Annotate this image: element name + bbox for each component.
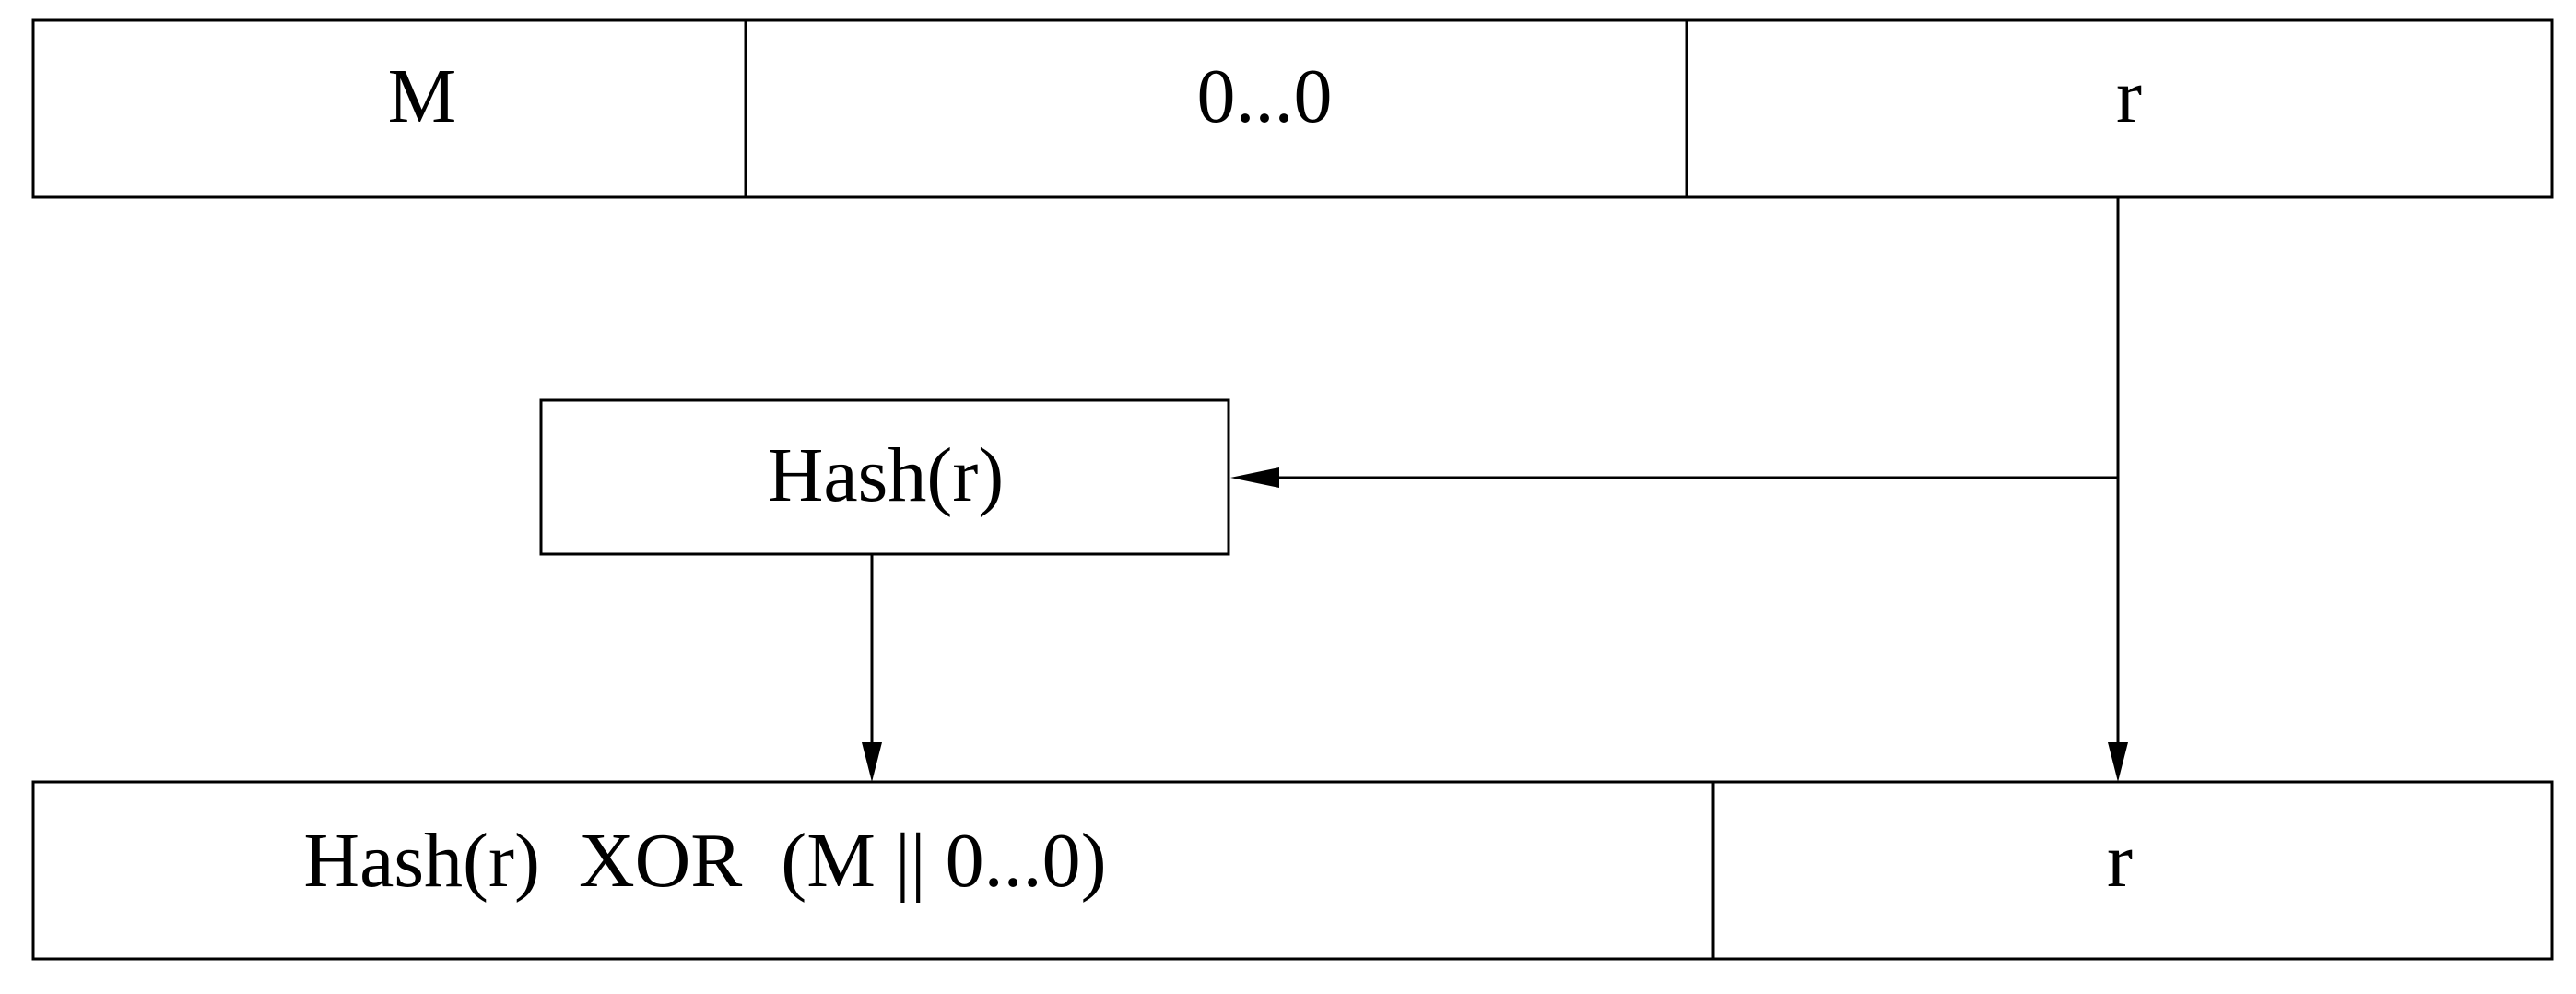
top-cell-m [31, 18, 747, 199]
connectors [862, 197, 2128, 782]
bottom-row: Hash(r) XOR (M || 0...0) r [31, 780, 2554, 961]
hash-box-frame [539, 398, 1230, 556]
top-cell-r-label: r [2116, 53, 2142, 139]
top-cell-zeros-label: 0...0 [1197, 53, 1333, 139]
r-down-arrowhead [2108, 742, 2128, 782]
bottom-cell-xor [31, 780, 1715, 961]
bottom-cell-r-label: r [2107, 818, 2133, 904]
top-row: M 0...0 r [31, 18, 2554, 199]
hash-box: Hash(r) [539, 398, 1230, 556]
top-cell-m-label: M [388, 53, 457, 139]
top-cell-r [1685, 18, 2554, 199]
hash-box-label: Hash(r) [768, 432, 1005, 518]
bottom-cell-r [1711, 780, 2554, 961]
top-cell-zeros [744, 18, 1688, 199]
hash-down-arrowhead [862, 742, 882, 782]
bottom-cell-xor-label: Hash(r) XOR (M || 0...0) [303, 818, 1106, 904]
r-to-hash-arrowhead [1230, 467, 1279, 488]
